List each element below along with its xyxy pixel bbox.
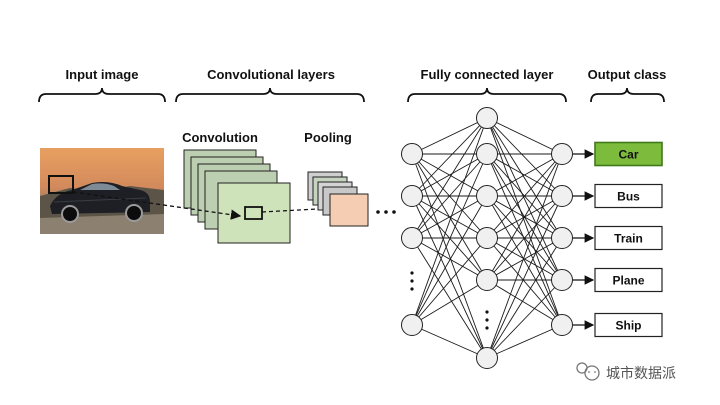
input-image [40, 148, 164, 234]
fc-edge [411, 117, 488, 239]
fc-edge [486, 279, 563, 359]
fc-edge [411, 153, 488, 359]
conv-to-pool-arrow [261, 203, 338, 214]
output-class-label: Bus [617, 190, 640, 204]
pooling-stack [307, 171, 369, 227]
input-brace [38, 87, 166, 103]
fc-edge [486, 117, 563, 281]
pooled-map [329, 193, 369, 227]
fc-edge [486, 237, 563, 359]
output-class-box [594, 141, 663, 167]
fc-edge [411, 153, 488, 326]
fc-edge [486, 237, 563, 326]
fc-edge [486, 324, 563, 359]
fc-edge [411, 195, 488, 326]
output-class-label: Train [614, 232, 643, 246]
output-class-box [594, 183, 663, 209]
fc-edge [486, 279, 563, 326]
fc-input-node [401, 185, 423, 207]
fc-edge [486, 195, 563, 359]
car-icon [50, 182, 150, 223]
fc-edge [411, 279, 488, 326]
output-class-label: Car [618, 148, 638, 162]
watermark: 城市数据派 [576, 362, 676, 382]
fc-input-node [401, 143, 423, 165]
fc-edge [486, 153, 563, 359]
fc-edge [411, 117, 488, 197]
fc-edge [411, 324, 488, 359]
ellipsis-vertical-input [410, 271, 414, 291]
fc-output-node [551, 314, 573, 336]
output-brace [590, 87, 665, 103]
output-class-title: Output class [588, 67, 667, 82]
fc-output-node [551, 227, 573, 249]
receptive-field-box [48, 175, 74, 194]
fc-edge [411, 117, 488, 155]
conv-layers-title: Convolutional layers [207, 67, 335, 82]
fc-edge [411, 195, 488, 359]
convolution-label: Convolution [182, 130, 258, 145]
output-class-box [594, 312, 663, 338]
feature-map [217, 182, 291, 244]
conv-window-box [244, 206, 263, 220]
output-class-box [594, 267, 663, 293]
output-class-box [594, 225, 663, 251]
fc-edge [486, 153, 563, 197]
fc-edge [486, 237, 563, 281]
input-to-conv-arrow [72, 191, 242, 220]
fc-hidden-node [476, 107, 498, 129]
fc-hidden-node [476, 269, 498, 291]
fc-edge [486, 117, 563, 197]
fc-hidden-node [476, 143, 498, 165]
ellipsis-horizontal [376, 210, 396, 214]
fc-output-node [551, 143, 573, 165]
fc-hidden-node [476, 347, 498, 369]
fc-output-node [551, 269, 573, 291]
fc-output-node [551, 185, 573, 207]
fc-nodes [401, 107, 573, 369]
fc-edge [486, 117, 563, 155]
fc-edge [486, 153, 563, 326]
fc-edge [411, 237, 488, 359]
fc-edge [411, 117, 488, 326]
watermark-text: 城市数据派 [606, 365, 676, 382]
fc-input-node [401, 314, 423, 336]
fc-edge [411, 237, 488, 281]
fc-brace [407, 87, 567, 103]
fc-layer-title: Fully connected layer [421, 67, 554, 82]
fc-edge [486, 153, 563, 239]
fc-edge [486, 153, 563, 281]
fc-hidden-node [476, 185, 498, 207]
pooling-label: Pooling [304, 130, 352, 145]
fc-edge [486, 195, 563, 326]
output-class-label: Plane [612, 274, 644, 288]
fc-hidden-node [476, 227, 498, 249]
fc-edges [411, 117, 563, 359]
fc-edge [486, 195, 563, 281]
fc-edge [411, 195, 488, 239]
fc-input-node [401, 227, 423, 249]
conv-brace [175, 87, 365, 103]
input-image-title: Input image [66, 67, 139, 82]
fc-edge [411, 237, 488, 326]
wechat-icon [576, 362, 600, 381]
fc-edge [486, 117, 563, 326]
output-class-label: Ship [616, 319, 642, 333]
fc-edge [411, 153, 488, 197]
ellipsis-vertical-hidden [485, 310, 489, 330]
convolution-stack [183, 149, 291, 244]
fc-edge [411, 153, 488, 239]
fc-edge [486, 117, 563, 239]
